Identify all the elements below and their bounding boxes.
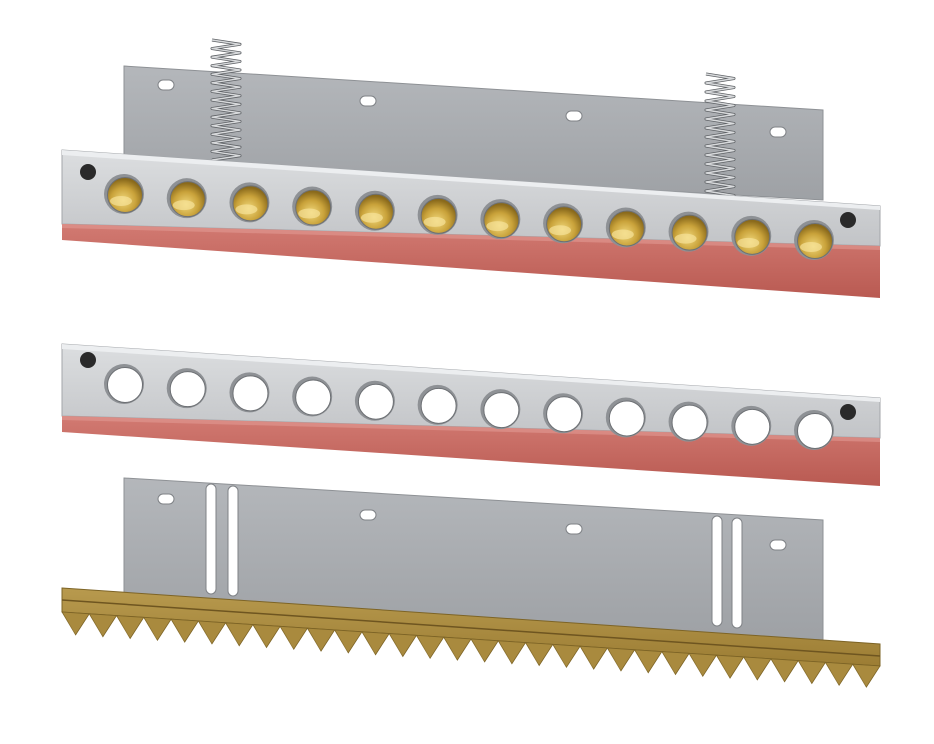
- bar-hole: [543, 393, 584, 434]
- lower-bar-holes: [104, 364, 834, 450]
- blade-tooth: [715, 654, 745, 679]
- slotted-back-plate: [123, 477, 824, 641]
- upper-left-screw: [80, 164, 96, 180]
- lower-right-screw: [840, 404, 856, 420]
- blade-tooth: [688, 652, 718, 678]
- blade-tooth: [115, 615, 145, 640]
- bar-hole: [104, 364, 144, 404]
- blade-tooth: [443, 636, 472, 661]
- bar-hole: [354, 190, 395, 231]
- spring: [210, 38, 242, 162]
- spring: [704, 72, 736, 202]
- blade-tooth: [88, 613, 118, 638]
- bar-hole: [229, 182, 270, 223]
- lower-clamp-bar: [61, 343, 881, 486]
- blade-tooth: [606, 647, 636, 672]
- blade-tooth: [579, 645, 609, 670]
- blade-tooth: [470, 638, 499, 663]
- bar-hole: [480, 199, 521, 240]
- bar-hole: [668, 401, 709, 442]
- serrated-blade: [61, 587, 881, 688]
- bar-hole: [292, 186, 333, 227]
- blade-tooth: [170, 618, 200, 643]
- bar-hole: [731, 405, 772, 446]
- blade-tooth: [770, 658, 799, 683]
- blade-tooth: [797, 660, 827, 685]
- blade-tooth: [224, 622, 254, 647]
- bar-hole: [166, 368, 207, 409]
- bar-hole: [605, 207, 646, 248]
- bar-hole: [731, 215, 772, 256]
- blade-tooth: [143, 616, 172, 642]
- blade-tooth: [852, 663, 881, 688]
- blade-teeth: [61, 611, 881, 688]
- bar-hole: [794, 220, 834, 260]
- bar-hole: [794, 410, 834, 450]
- bar-hole: [668, 211, 709, 252]
- blade-tooth: [279, 625, 309, 651]
- compression-springs: [210, 38, 736, 202]
- lower-left-screw: [80, 352, 96, 368]
- upper-right-screw: [840, 212, 856, 228]
- bar-hole: [292, 376, 333, 417]
- blade-tooth: [497, 640, 527, 665]
- blade-tooth: [415, 634, 445, 660]
- blade-tooth: [306, 627, 336, 652]
- bar-hole: [166, 178, 207, 219]
- blade-tooth: [633, 649, 663, 674]
- blade-tooth: [61, 611, 90, 636]
- bar-hole: [605, 397, 646, 438]
- blade-tooth: [197, 620, 227, 645]
- blade-tooth: [824, 661, 854, 687]
- bar-hole: [354, 380, 395, 421]
- blade-tooth: [552, 643, 581, 669]
- bar-hole: [543, 203, 584, 244]
- blade-tooth: [361, 631, 390, 656]
- bar-hole: [417, 384, 458, 425]
- blade-tooth: [742, 656, 772, 681]
- blade-tooth: [333, 629, 363, 654]
- bar-hole: [229, 372, 270, 413]
- bar-hole: [480, 389, 521, 430]
- upper-clamp-bar: [61, 149, 881, 298]
- bar-hole: [417, 194, 458, 235]
- blade-tooth: [661, 651, 690, 676]
- blade-tooth: [524, 642, 554, 667]
- bar-hole: [104, 174, 144, 214]
- blade-tooth: [252, 624, 281, 649]
- blade-tooth: [388, 633, 418, 658]
- upper-bar-holes: [104, 174, 834, 260]
